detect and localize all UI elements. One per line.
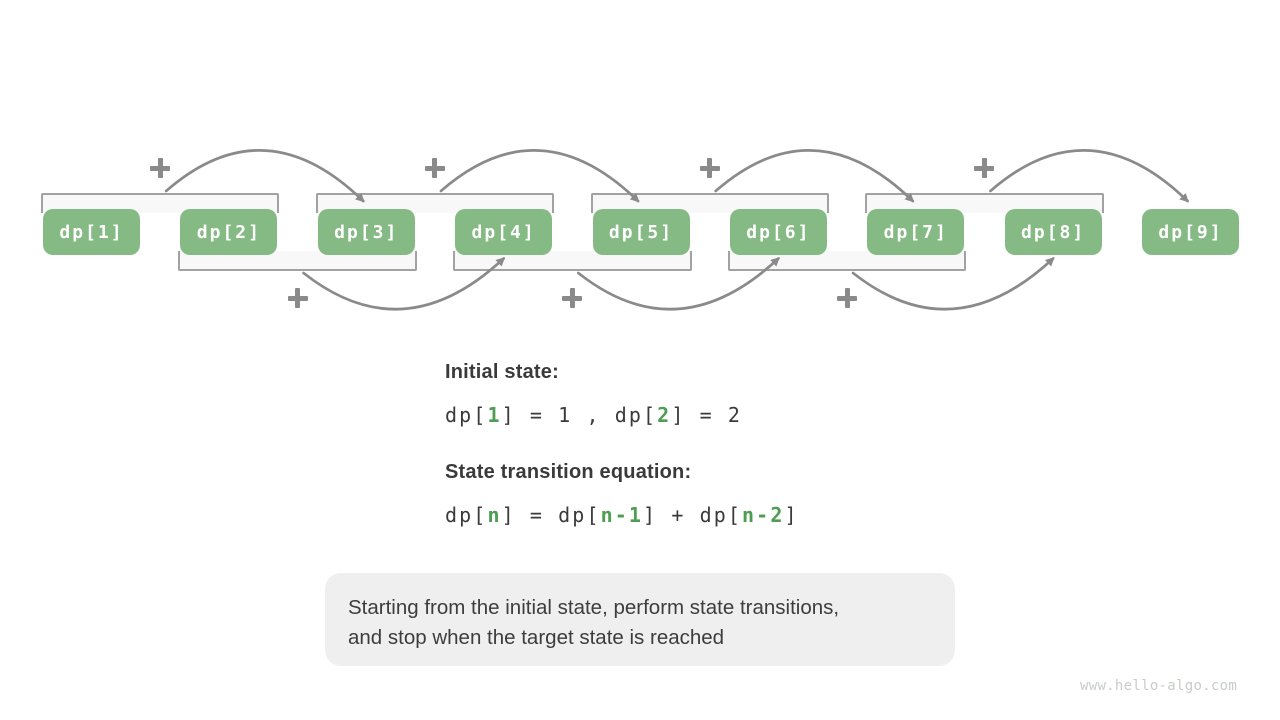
plus-icon — [837, 288, 858, 308]
transition-heading: State transition equation: — [445, 461, 692, 483]
dp-box-9: dp[9] — [1142, 209, 1239, 255]
equation-highlight: n-2 — [742, 503, 785, 527]
equation-text: dp[ — [445, 503, 488, 527]
initial-state-equation: dp[1] = 1 , dp[2] = 2 — [445, 403, 742, 427]
dp-box-7: dp[7] — [867, 209, 965, 255]
equation-text: dp[ — [445, 403, 488, 427]
dp-box-label: dp[7] — [883, 221, 948, 243]
plus-icon — [287, 288, 308, 308]
equation-text: ] = 2 — [671, 403, 743, 427]
equation-text: ] = dp[ — [501, 503, 601, 527]
equation-text: ] + dp[ — [643, 503, 743, 527]
dp-box-label: dp[5] — [608, 221, 674, 243]
initial-state-heading: Initial state: — [445, 361, 559, 383]
equation-highlight: n — [487, 503, 502, 527]
transition-equation: dp[n] = dp[n-1] + dp[n-2] — [445, 503, 799, 527]
dp-box-4: dp[4] — [455, 209, 553, 255]
dp-box-3: dp[3] — [317, 209, 415, 255]
dp-box-8: dp[8] — [1004, 209, 1102, 255]
dp-box-1: dp[1] — [43, 209, 140, 255]
dp-box-5: dp[5] — [592, 209, 690, 255]
dp-box-label: dp[9] — [1158, 221, 1223, 243]
watermark: www.hello-algo.com — [1080, 678, 1238, 694]
equation-text: ] = 1 , dp[ — [501, 403, 658, 427]
dp-box-label: dp[3] — [334, 221, 399, 243]
dp-box-label: dp[2] — [196, 221, 261, 243]
caption-box: Starting from the initial state, perform… — [325, 573, 955, 666]
dp-box-label: dp[8] — [1021, 221, 1086, 243]
equation-text: ] — [784, 503, 799, 527]
equation-highlight: 2 — [657, 403, 672, 427]
dp-box-label: dp[1] — [59, 221, 124, 243]
dp-box-2: dp[2] — [180, 209, 278, 255]
dp-box-label: dp[4] — [471, 221, 536, 243]
plus-icon — [562, 288, 583, 308]
plus-icon — [974, 158, 995, 178]
dp-box-label: dp[6] — [746, 221, 811, 243]
caption-line-1: Starting from the initial state, perform… — [348, 596, 840, 619]
equation-highlight: 1 — [487, 403, 502, 427]
caption-line-2: and stop when the target state is reache… — [348, 626, 725, 649]
plus-icon — [699, 158, 720, 178]
dp-box-6: dp[6] — [729, 209, 827, 255]
plus-icon — [150, 158, 171, 178]
plus-icon — [424, 158, 445, 178]
equation-highlight: n-1 — [600, 503, 644, 527]
